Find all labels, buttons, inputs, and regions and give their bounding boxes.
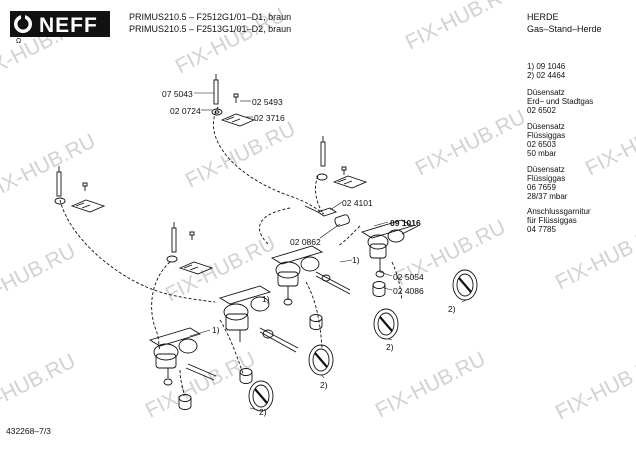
part-label: 02 0862 bbox=[290, 237, 321, 247]
part-label-highlighted: 09 1016 bbox=[390, 218, 421, 228]
model-line-1: PRIMUS210.5 – F2512G1/01–D1, braun bbox=[129, 12, 292, 22]
legend-item: Düsensatz bbox=[527, 165, 565, 174]
legend-item: 06 7659 bbox=[527, 183, 556, 192]
gas-line bbox=[315, 175, 323, 213]
part-label: 02 4101 bbox=[342, 198, 373, 208]
gas-line bbox=[391, 261, 403, 301]
category-title: HERDE bbox=[527, 12, 559, 22]
neff-logo: NEFF Ω bbox=[10, 11, 110, 44]
knob bbox=[373, 308, 399, 340]
knob bbox=[452, 269, 478, 301]
subcategory-title: Gas–Stand–Herde bbox=[527, 24, 602, 34]
legend-item: 28/37 mbar bbox=[527, 192, 568, 201]
gas-line-routes bbox=[59, 106, 403, 397]
legend-item: Düsensatz bbox=[527, 122, 565, 131]
screws-and-washers bbox=[54, 93, 347, 263]
gas-tap bbox=[148, 327, 217, 386]
probe bbox=[171, 227, 177, 253]
part-label: 02 5493 bbox=[252, 97, 283, 107]
part-label: 02 4086 bbox=[393, 286, 424, 296]
legend-item: Flüssiggas bbox=[527, 174, 566, 183]
callout-marker: 1) bbox=[262, 294, 270, 304]
gas-line bbox=[59, 199, 216, 303]
model-line-2: PRIMUS210.5 – F2513G1/01–D2, braun bbox=[129, 24, 292, 34]
probe bbox=[320, 141, 326, 167]
probe bbox=[56, 171, 62, 197]
legend-item: 02 6502 bbox=[527, 106, 556, 115]
legend-item: Anschlussgarnitur bbox=[527, 207, 591, 216]
legend-item: Düsensatz bbox=[527, 88, 565, 97]
probe bbox=[213, 79, 219, 105]
nozzle-fittings bbox=[304, 205, 350, 227]
gas-tap-group bbox=[148, 219, 419, 386]
gas-line bbox=[179, 369, 185, 397]
gas-line bbox=[151, 261, 171, 351]
callout-marker: 1) bbox=[352, 255, 360, 265]
gas-tap bbox=[270, 245, 351, 306]
gas-line bbox=[259, 207, 291, 245]
legend-item: 50 mbar bbox=[527, 149, 557, 158]
callout-marker: 2) bbox=[386, 342, 394, 352]
legend-item: 2) 02 4464 bbox=[527, 71, 566, 80]
legend-item: 1) 09 1046 bbox=[527, 62, 566, 71]
legend-item: für Flüssiggas bbox=[527, 216, 577, 225]
gas-line bbox=[305, 281, 323, 349]
callout-marker: 2) bbox=[259, 407, 267, 417]
part-label: 02 3716 bbox=[254, 113, 285, 123]
legend-item: 04 7785 bbox=[527, 225, 556, 234]
clamp-brackets bbox=[70, 113, 368, 275]
callout-marker: 2) bbox=[320, 380, 328, 390]
legend-item: 02 6503 bbox=[527, 140, 556, 149]
leader-lines bbox=[189, 92, 467, 411]
callout-marker: 2) bbox=[448, 304, 456, 314]
knob bbox=[308, 344, 334, 376]
control-knobs bbox=[248, 269, 478, 412]
callout-marker: 1) bbox=[212, 325, 220, 335]
gas-line bbox=[337, 225, 361, 247]
svg-text:Ω: Ω bbox=[16, 38, 21, 44]
gas-tap bbox=[218, 285, 299, 353]
part-label: 02 0724 bbox=[170, 106, 201, 116]
legend-item: Erd– und Stadtgas bbox=[527, 97, 594, 106]
drawing-number: 432268–7/3 bbox=[6, 426, 51, 436]
part-label: 02 5054 bbox=[393, 272, 424, 282]
gas-line bbox=[219, 319, 245, 377]
part-label: 07 5043 bbox=[162, 89, 193, 99]
knob bbox=[248, 380, 274, 412]
valve-inserts bbox=[178, 281, 386, 410]
gas-line bbox=[213, 106, 325, 215]
legend-item: Flüssiggas bbox=[527, 131, 566, 140]
logo-text: NEFF bbox=[39, 14, 98, 37]
gas-tap bbox=[360, 219, 419, 278]
thermocouple-probes bbox=[56, 74, 326, 253]
